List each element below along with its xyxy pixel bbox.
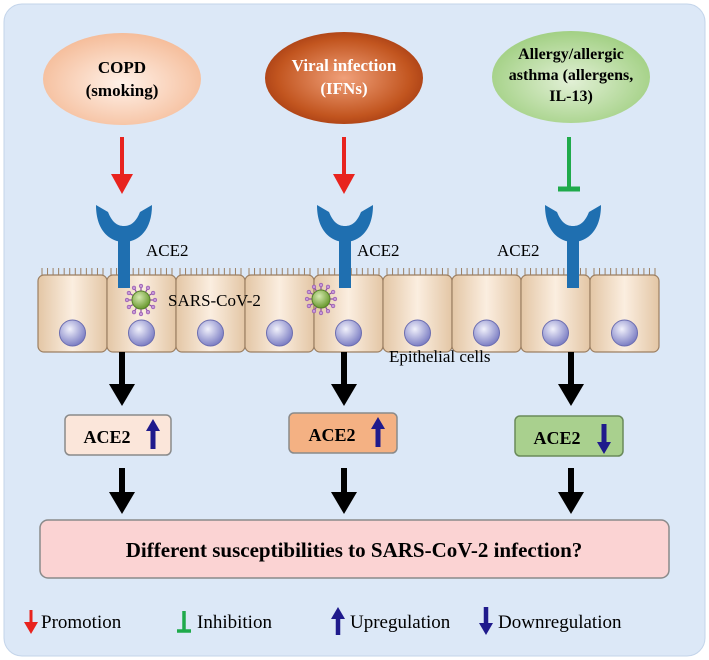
cell-nucleus [542, 319, 569, 347]
upregulation-arrow-icon [331, 607, 345, 635]
cell-nucleus [128, 319, 155, 347]
epithelial-cell [382, 268, 453, 353]
outcome-box-copd: ACE2 [64, 414, 172, 456]
cell-nucleus [611, 319, 638, 347]
sars-cov-2-virus-icon-2 [304, 282, 338, 316]
legend-downregulation: Downregulation [479, 607, 622, 635]
signal-arrow-3 [558, 352, 584, 406]
cell-nucleus [335, 319, 362, 347]
legend-promotion-label: Promotion [41, 612, 122, 633]
source-viral-line-1: Viral infection [292, 56, 397, 75]
upregulation-arrow-icon [371, 417, 385, 447]
source-allergy-line-3: IL-13) [549, 88, 593, 105]
ace2-receptor-label-3: ACE2 [497, 241, 540, 260]
epithelial-cell [589, 268, 660, 353]
legend-inhibition-label: Inhibition [197, 612, 272, 633]
outcome-viral-label: ACE2 [308, 425, 355, 445]
epithelial-cell [451, 268, 522, 353]
conclusion-text: Different susceptibilities to SARS-CoV-2… [126, 538, 583, 562]
result-arrow-1 [109, 468, 135, 514]
ace2-receptor-1 [96, 205, 152, 288]
source-copd-ellipse [43, 33, 201, 125]
outcome-box-allergy: ACE2 [514, 415, 624, 457]
source-viral-line-2: (IFNs) [320, 79, 367, 98]
cell-nucleus [404, 319, 431, 347]
upregulation-arrow-icon [146, 419, 160, 449]
source-copd-line-2: (smoking) [86, 81, 159, 100]
epithelial-cell [37, 268, 108, 353]
promotion-arrow-copd [111, 137, 133, 194]
source-allergy: Allergy/allergic asthma (allergens, IL-1… [492, 31, 650, 123]
source-copd-line-1: COPD [98, 58, 146, 77]
legend-upregulation-label: Upregulation [350, 612, 451, 633]
signal-arrow-2 [331, 352, 357, 406]
cell-nucleus [266, 319, 293, 347]
ace2-receptor-2 [317, 205, 373, 288]
downregulation-arrow-icon [479, 607, 493, 635]
outcome-box-viral: ACE2 [288, 412, 398, 454]
source-allergy-line-1: Allergy/allergic [518, 46, 624, 63]
ace2-receptor-3 [545, 205, 601, 288]
sars-cov-2-virus-icon-1 [124, 283, 158, 317]
epithelial-cell [313, 268, 384, 353]
source-allergy-line-2: asthma (allergens, [509, 67, 633, 84]
epithelial-cell [244, 268, 315, 353]
source-viral-infection: Viral infection (IFNs) [265, 32, 423, 124]
inhibition-bar-allergy [558, 137, 580, 192]
source-allergy-ellipse [492, 31, 650, 123]
promotion-arrow-viral [333, 137, 355, 194]
promotion-arrow-icon [24, 610, 38, 634]
cell-nucleus [197, 319, 224, 347]
epithelial-cells-label: Epithelial cells [389, 347, 491, 366]
ace2-receptor-label-2: ACE2 [357, 241, 400, 260]
result-arrow-2 [331, 468, 357, 514]
legend-upregulation: Upregulation [331, 607, 451, 635]
cell-nucleus [59, 319, 86, 347]
source-copd: COPD (smoking) [43, 33, 201, 125]
inhibition-bar-icon [177, 611, 191, 633]
legend-inhibition: Inhibition [177, 611, 272, 633]
result-arrow-3 [558, 468, 584, 514]
epithelial-cell [520, 268, 591, 353]
signal-arrow-1 [109, 352, 135, 406]
downregulation-arrow-icon [597, 424, 611, 454]
source-viral-ellipse [265, 32, 423, 124]
epithelial-cell [175, 268, 246, 353]
outcome-copd-label: ACE2 [83, 427, 130, 447]
legend-downregulation-label: Downregulation [498, 612, 622, 633]
legend-promotion: Promotion [24, 610, 122, 634]
ace2-receptor-label-1: ACE2 [146, 241, 189, 260]
sars-cov-2-label: SARS-CoV-2 [168, 291, 261, 310]
legend: Promotion Inhibition Upregulation Downre… [24, 607, 622, 635]
conclusion-box: Different susceptibilities to SARS-CoV-2… [39, 519, 670, 579]
outcome-allergy-label: ACE2 [533, 428, 580, 448]
cell-nucleus [473, 319, 500, 347]
